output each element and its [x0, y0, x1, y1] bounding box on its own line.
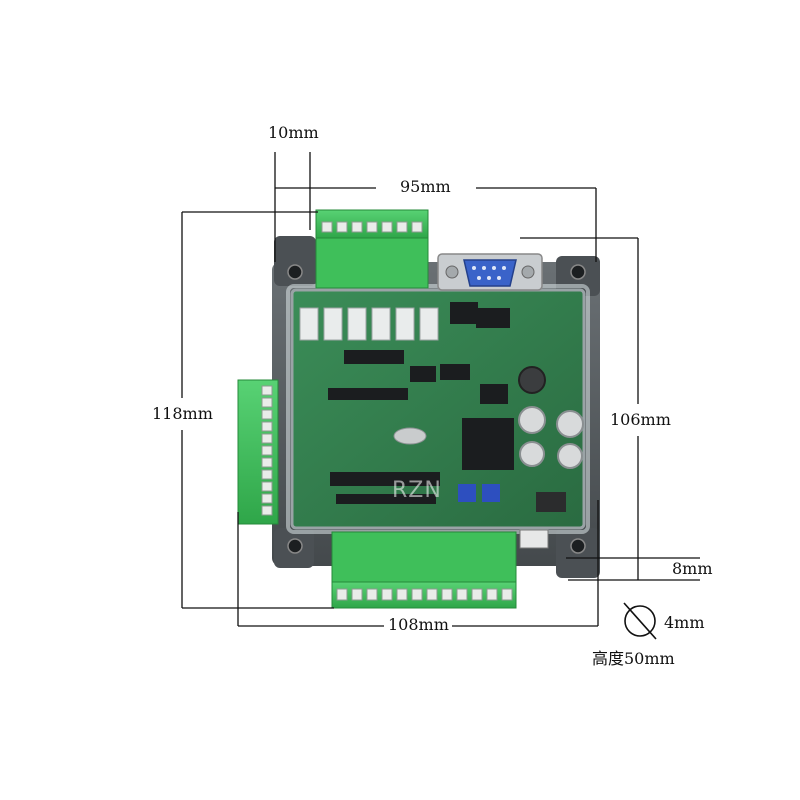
dip-switch [519, 529, 549, 549]
mount-hole-bottom-left [287, 538, 303, 554]
label-depth: 高度50mm [590, 649, 677, 668]
label-hole-spacing-width: 95mm [398, 177, 453, 196]
dimension-lines [181, 152, 700, 627]
label-hole-diameter: 4mm [662, 613, 707, 632]
potentiometer-2 [482, 484, 500, 502]
crystal-oscillator [393, 427, 427, 445]
label-mount-tab: 8mm [670, 559, 715, 578]
mount-hole-top-left [287, 264, 303, 280]
inductor [518, 366, 546, 394]
diameter-icon [623, 602, 657, 640]
ic-chips [328, 302, 514, 504]
plc-board [237, 209, 600, 609]
terminal-block-left [237, 379, 279, 525]
terminal-block-top [315, 209, 429, 289]
db9-connector [437, 253, 543, 291]
mount-ear-top-left [274, 236, 316, 286]
watermark: RZN [392, 478, 442, 503]
label-overall-width: 108mm [386, 615, 451, 634]
relay-row [299, 307, 439, 341]
label-hole-spacing-height: 106mm [608, 410, 673, 429]
mount-hole-bottom-right [570, 538, 586, 554]
capacitors [518, 406, 584, 469]
power-connector [536, 492, 566, 512]
terminal-block-bottom [331, 531, 517, 609]
mount-hole-top-right [570, 264, 586, 280]
label-terminal-pitch: 10mm [266, 123, 321, 142]
potentiometer-1 [458, 484, 476, 502]
label-overall-height: 118mm [150, 404, 215, 423]
